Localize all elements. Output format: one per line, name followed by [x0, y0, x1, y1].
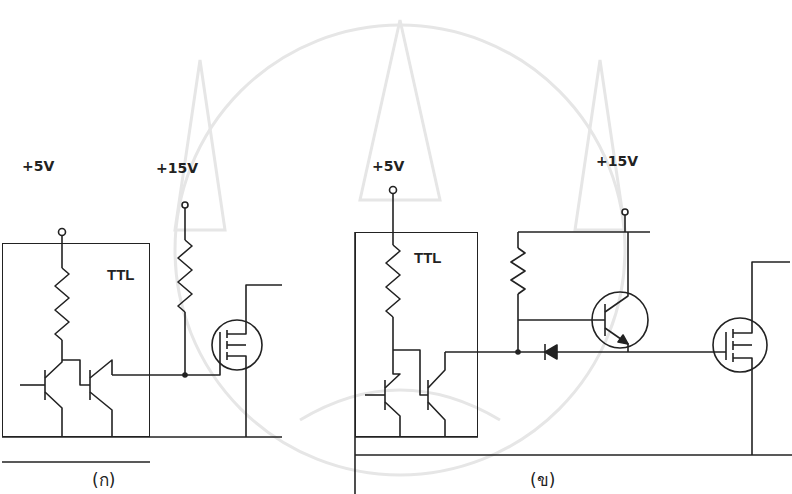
supply-label: +5V — [22, 158, 54, 174]
chip-label: TTL — [414, 249, 442, 266]
panel-caption: (ข) — [530, 466, 555, 493]
supply-label: +15V — [156, 160, 198, 176]
supply-label: +15V — [596, 153, 638, 169]
chip-label: TTL — [107, 266, 135, 283]
ttl-box: TTL — [2, 243, 150, 437]
panel-caption: (ก) — [92, 466, 115, 493]
ttl-box: TTL — [355, 232, 478, 437]
supply-label: +5V — [372, 158, 404, 174]
